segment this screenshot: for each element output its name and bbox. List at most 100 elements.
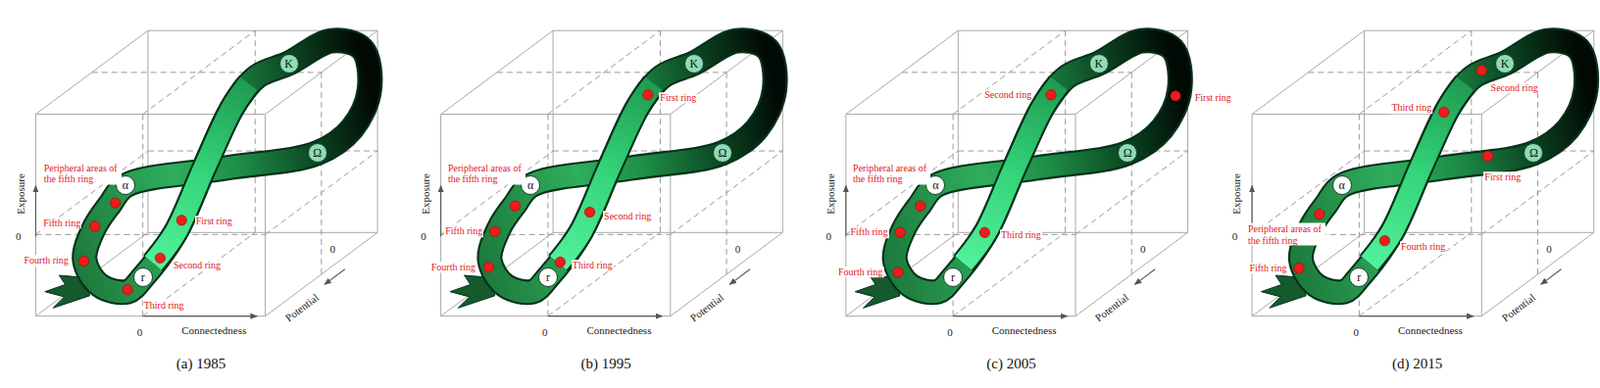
ribbon (84, 40, 370, 293)
ribbon-edge (1369, 83, 1466, 263)
axis-zero: 0 (1351, 326, 1360, 340)
axis-zero: 0 (14, 230, 23, 244)
ring-label: First ring (1483, 171, 1522, 184)
ring-label: First ring (195, 215, 234, 228)
ring-label: Third ring (571, 259, 614, 272)
phase-letter: K (689, 57, 699, 70)
ring-label: Peripheral areas of the fifth ring (447, 161, 526, 185)
box-edge (1363, 30, 1365, 233)
ring-label: First ring (1194, 92, 1233, 104)
ribbon (895, 40, 1181, 293)
axis-zero: 0 (419, 230, 428, 244)
ribbon-edge (152, 83, 250, 263)
ring-label: First ring (658, 92, 698, 104)
ribbon (1369, 83, 1466, 263)
zero-plane (659, 30, 661, 233)
box-edge (846, 315, 1076, 317)
ring-dot (1379, 235, 1390, 246)
phase-circle: K (1089, 53, 1109, 74)
ribbon (489, 40, 775, 293)
axis-arrow (324, 269, 346, 286)
phase-circle: K (279, 53, 300, 74)
ring-label: Third ring (1390, 102, 1433, 115)
axis-arrow (548, 315, 663, 317)
ring-dot (490, 226, 500, 237)
box-edge (264, 114, 266, 317)
axis-label: Potential (687, 291, 727, 326)
box-edge (1075, 114, 1077, 317)
ring-label: Fourth ring (837, 266, 884, 279)
phase-letter: K (1095, 57, 1104, 70)
zero-plane (1064, 30, 1066, 233)
panel-art (846, 30, 1189, 316)
axis-zero: 0 (1545, 243, 1553, 256)
ring-dot (643, 90, 653, 100)
ring-dot (1314, 208, 1325, 219)
axis-label: Connectedness (180, 324, 248, 338)
ring-dot (1439, 106, 1450, 117)
ring-dot (1482, 150, 1493, 161)
phase-letter: K (1500, 57, 1510, 70)
phase-letter: α (932, 179, 939, 192)
zero-plane (1537, 72, 1539, 275)
ring-label: Second ring (602, 210, 652, 223)
axis-zero: 0 (734, 243, 743, 256)
zero-plane (1131, 72, 1133, 275)
ring-label: Fifth ring (444, 226, 484, 239)
axis-label: Connectedness (1397, 324, 1464, 338)
axis-zero: 0 (824, 230, 833, 244)
ring-label: Fifth ring (1248, 262, 1288, 275)
phase-circle: Ω (712, 143, 733, 163)
ribbon (1300, 40, 1587, 293)
axis-arrow (1358, 315, 1474, 317)
axis-label: Exposure (1230, 172, 1244, 216)
phase-letter: Ω (312, 147, 322, 159)
phase-letter: r (141, 271, 146, 284)
ring-dot (915, 200, 926, 211)
ribbon (152, 83, 250, 263)
ribbon-edge (895, 40, 1181, 293)
axis-arrow (143, 315, 258, 317)
ribbon-edge (1300, 40, 1587, 293)
phase-letter: Ω (717, 147, 727, 159)
axis-arrow (729, 269, 750, 286)
axis-label: Exposure (419, 172, 433, 216)
ring-label: Second ring (1490, 82, 1540, 95)
axis-label: Connectedness (585, 324, 652, 338)
ribbon-edge (489, 40, 775, 293)
ring-dot (483, 261, 494, 272)
ring-label: Fourth ring (1400, 241, 1447, 253)
axis-arrow (1541, 269, 1562, 286)
ring-label: Peripheral areas of the fifth ring (43, 161, 122, 185)
box-edge (147, 30, 149, 233)
box-edge (1251, 114, 1253, 317)
axis-zero: 0 (1231, 230, 1240, 244)
ring-label: Second ring (172, 259, 222, 272)
axis-label: Potential (1092, 291, 1132, 326)
axis-arrow (1134, 269, 1155, 286)
panel-caption: (d) 2015 (1391, 355, 1444, 373)
axis-arrow (952, 315, 1068, 317)
axis-label: Exposure (824, 172, 838, 216)
axis-label: Connectedness (991, 324, 1058, 338)
phase-circle: α (1332, 175, 1352, 196)
phase-circle: Ω (1523, 143, 1544, 163)
box-edge (845, 114, 847, 317)
zero-plane (726, 72, 728, 275)
ring-dot (1476, 65, 1487, 76)
axis-arrow (440, 185, 442, 237)
box-edge (1481, 114, 1483, 317)
axis-zero: 0 (541, 326, 550, 340)
axis-label: Exposure (13, 172, 27, 216)
ring-dot (979, 227, 990, 238)
panel-art (441, 30, 784, 316)
axis-arrow (35, 185, 37, 237)
phase-circle: K (684, 53, 704, 74)
phase-circle: Ω (307, 143, 328, 163)
axis-zero: 0 (136, 326, 145, 340)
phase-circle: r (1349, 267, 1369, 288)
ring-label: Peripheral areas of the fifth ring (851, 161, 931, 185)
panel-caption: (c) 2005 (985, 355, 1037, 373)
axis-label: Potential (282, 291, 322, 326)
ring-dot (1170, 91, 1181, 101)
